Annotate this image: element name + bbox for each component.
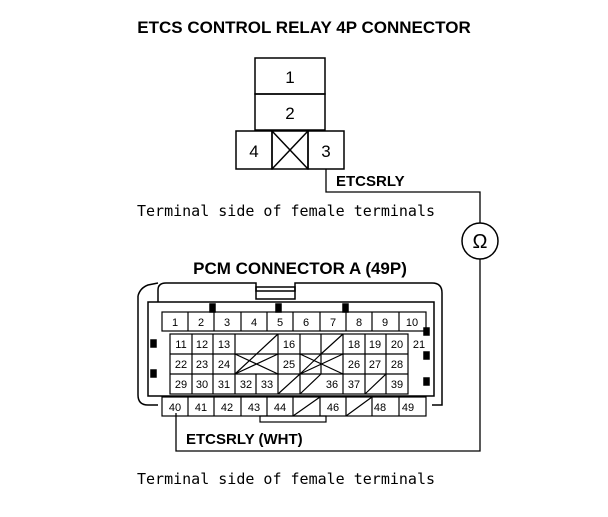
pcm-pin-36: 36 — [326, 379, 338, 391]
pcm-pin-43: 43 — [248, 402, 260, 414]
pcm-pin-19: 19 — [369, 339, 381, 351]
lock-tab — [255, 286, 296, 300]
pcm-pin-11: 11 — [175, 339, 186, 351]
blocked-slot — [345, 396, 373, 417]
pcm-pin-12: 12 — [196, 339, 208, 351]
pcm-pin-18: 18 — [348, 339, 360, 351]
relay-blank-cross — [271, 130, 309, 170]
pcm-pin-40: 40 — [169, 402, 181, 414]
pcm-pin-2: 2 — [198, 317, 204, 329]
blocked-slot — [320, 333, 344, 355]
relay-connector-title: ETCS CONTROL RELAY 4P CONNECTOR — [137, 18, 470, 37]
pcm-pin-4: 4 — [251, 317, 257, 329]
pcm-row-1 — [161, 311, 427, 332]
pcm-pin-30: 30 — [196, 379, 208, 391]
housing-inner-frame — [147, 301, 435, 397]
guide-mark — [423, 351, 430, 360]
rows-frame — [169, 333, 409, 395]
guide-mark — [150, 369, 157, 378]
row-frame — [161, 311, 427, 332]
pcm-pin-25: 25 — [283, 359, 295, 371]
relay-pin-2-cell — [254, 93, 326, 131]
pcm-pin-26: 26 — [348, 359, 360, 371]
pcm-pin-8: 8 — [356, 317, 362, 329]
blocked-slot — [292, 396, 321, 417]
pcm-pin-22: 22 — [175, 359, 187, 371]
pcm-wire — [175, 259, 481, 452]
pcm-pin-29: 29 — [175, 379, 187, 391]
pcm-rows-2-4 — [169, 333, 409, 395]
housing-corner — [137, 282, 159, 297]
bottom-latch — [259, 415, 327, 423]
pcm-pin-46: 46 — [327, 402, 339, 414]
pcm-pin-6: 6 — [303, 317, 309, 329]
blocked-slot — [299, 353, 322, 375]
ohm-symbol: Ω — [473, 231, 488, 253]
relay-wire-label: ETCSRLY — [336, 173, 405, 190]
pcm-pin-49: 49 — [402, 402, 414, 414]
pcm-terminal-note: Terminal side of female terminals — [137, 470, 435, 488]
relay-wire — [325, 169, 481, 223]
pcm-connector-housing — [137, 282, 443, 406]
blocked-slot — [364, 373, 387, 395]
pcm-pin-28: 28 — [391, 359, 403, 371]
guide-mark — [342, 303, 349, 313]
guide-mark — [423, 377, 430, 386]
pcm-pin-13: 13 — [218, 339, 230, 351]
pcm-pin-5: 5 — [277, 317, 283, 329]
pcm-pin-48: 48 — [374, 402, 386, 414]
relay-pin-4: 4 — [249, 142, 258, 161]
pcm-pin-23: 23 — [196, 359, 208, 371]
pcm-pin-21: 21 — [413, 339, 425, 351]
pcm-row-5 — [161, 396, 427, 423]
relay-pin-1: 1 — [285, 68, 294, 87]
relay-pin-2: 2 — [285, 104, 294, 123]
pcm-pin-33: 33 — [261, 379, 273, 391]
blocked-slot — [234, 353, 279, 375]
blocked-slot — [234, 333, 279, 375]
pcm-pin-31: 31 — [218, 379, 230, 391]
pcm-pin-7: 7 — [330, 317, 336, 329]
pcm-wire-label: ETCSRLY (WHT) — [186, 431, 303, 448]
pcm-pin-10: 10 — [406, 317, 418, 329]
guide-mark — [150, 339, 157, 348]
pcm-pin-1: 1 — [172, 317, 178, 329]
pcm-pin-42: 42 — [221, 402, 233, 414]
guide-mark — [275, 303, 282, 313]
blocked-slot — [299, 373, 322, 395]
pcm-pin-3: 3 — [224, 317, 230, 329]
pcm-pin-44: 44 — [274, 402, 286, 414]
ohmmeter: Ω — [461, 222, 499, 260]
relay-pin-3: 3 — [321, 142, 330, 161]
pcm-pin-20: 20 — [391, 339, 403, 351]
pcm-pin-9: 9 — [382, 317, 388, 329]
pcm-pin-27: 27 — [369, 359, 381, 371]
blocked-slot — [277, 373, 301, 395]
pcm-connector-title: PCM CONNECTOR A (49P) — [193, 259, 407, 278]
pcm-pin-24: 24 — [218, 359, 230, 371]
pcm-pin-37: 37 — [348, 379, 360, 391]
pcm-pin-32: 32 — [240, 379, 252, 391]
pcm-pin-41: 41 — [195, 402, 207, 414]
pcm-pin-39: 39 — [391, 379, 403, 391]
blocked-slot — [299, 353, 344, 375]
relay-terminal-note: Terminal side of female terminals — [137, 202, 435, 220]
guide-mark — [209, 303, 216, 313]
pcm-pin-16: 16 — [283, 339, 295, 351]
